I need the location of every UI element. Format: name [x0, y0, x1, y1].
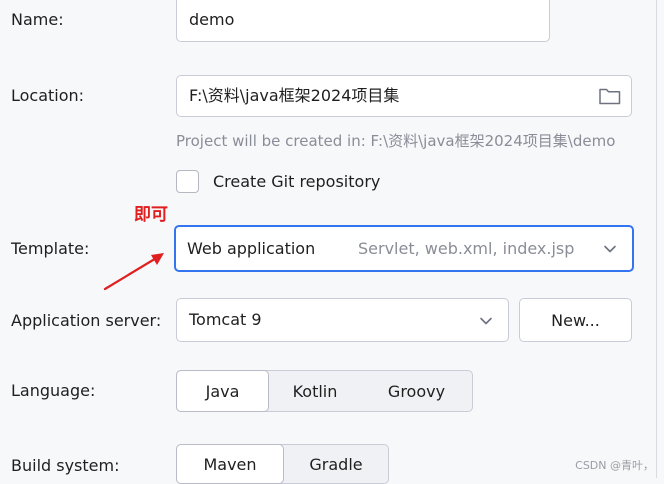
new-server-button[interactable]: New...: [519, 298, 632, 342]
build-system-segmented-control: Maven Gradle: [176, 444, 389, 484]
language-option-groovy-label: Groovy: [387, 381, 446, 401]
name-label: Name:: [11, 10, 64, 29]
annotation-arrow: [103, 253, 164, 291]
template-dropdown-value: Web application: [187, 239, 316, 258]
language-option-kotlin-label: Kotlin: [292, 381, 338, 401]
build-system-option-gradle-label: Gradle: [309, 454, 363, 474]
location-input-value: F:\资料\java框架2024项目集: [189, 86, 400, 105]
language-option-groovy[interactable]: Groovy: [361, 371, 472, 411]
app-server-dropdown-value: Tomcat 9: [189, 310, 262, 329]
name-input-value: demo: [189, 10, 235, 29]
location-input[interactable]: F:\资料\java框架2024项目集: [176, 75, 632, 117]
git-checkbox[interactable]: [176, 170, 199, 193]
folder-icon[interactable]: [598, 86, 622, 106]
template-dropdown[interactable]: Web application Servlet, web.xml, index.…: [174, 225, 634, 272]
name-input[interactable]: demo: [176, 0, 550, 42]
build-system-option-maven-label: Maven: [203, 454, 257, 474]
language-label: Language:: [11, 381, 96, 400]
build-system-option-gradle[interactable]: Gradle: [284, 445, 388, 483]
app-server-dropdown[interactable]: Tomcat 9: [176, 298, 509, 342]
chevron-down-icon[interactable]: [603, 242, 617, 256]
language-segmented-control: Java Kotlin Groovy: [176, 370, 473, 412]
panel-divider: [656, 0, 657, 478]
app-server-label: Application server:: [11, 311, 162, 330]
language-option-java[interactable]: Java: [176, 370, 269, 412]
build-system-label: Build system:: [11, 456, 120, 475]
annotation-text: 即可: [134, 205, 168, 225]
location-label: Location:: [11, 86, 85, 105]
chevron-down-icon[interactable]: [479, 314, 493, 328]
watermark-text: CSDN @青叶，: [575, 459, 654, 472]
language-option-java-label: Java: [205, 381, 240, 401]
build-system-option-maven[interactable]: Maven: [176, 444, 284, 484]
new-server-button-label: New...: [551, 310, 600, 330]
template-dropdown-detail: Servlet, web.xml, index.jsp: [358, 239, 575, 258]
git-checkbox-label[interactable]: Create Git repository: [213, 172, 381, 191]
location-hint: Project will be created in: F:\资料\java框架…: [176, 132, 616, 150]
language-option-kotlin[interactable]: Kotlin: [269, 371, 361, 411]
template-label: Template:: [11, 239, 90, 258]
